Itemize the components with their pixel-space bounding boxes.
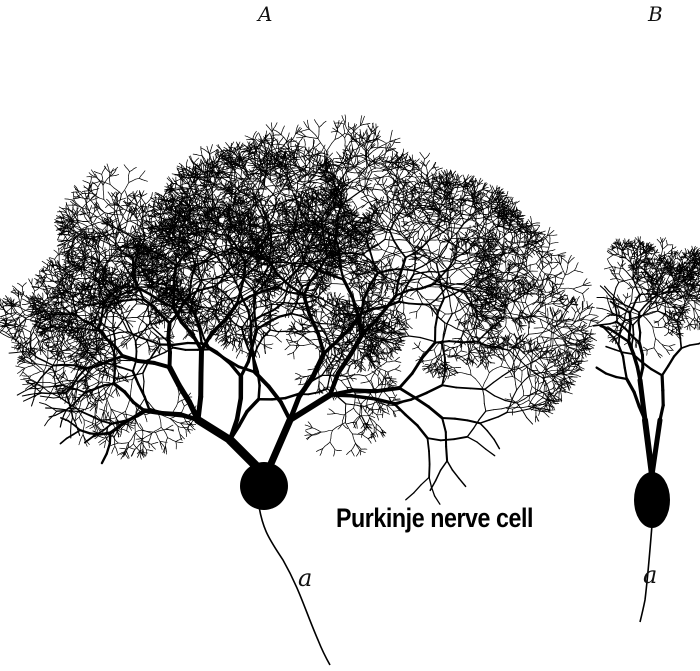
axon-a-label: a	[298, 566, 312, 590]
figure-caption: Purkinje nerve cell	[336, 503, 533, 534]
dendritic-tree-a	[0, 115, 599, 504]
soma-a	[240, 462, 288, 510]
cell-b-label: B	[648, 4, 663, 24]
axon-b-label: a	[643, 563, 657, 587]
cell-a-label: A	[258, 4, 272, 24]
soma-b	[634, 472, 670, 528]
dendritic-tree-b	[594, 237, 700, 475]
axon-a	[258, 500, 330, 665]
